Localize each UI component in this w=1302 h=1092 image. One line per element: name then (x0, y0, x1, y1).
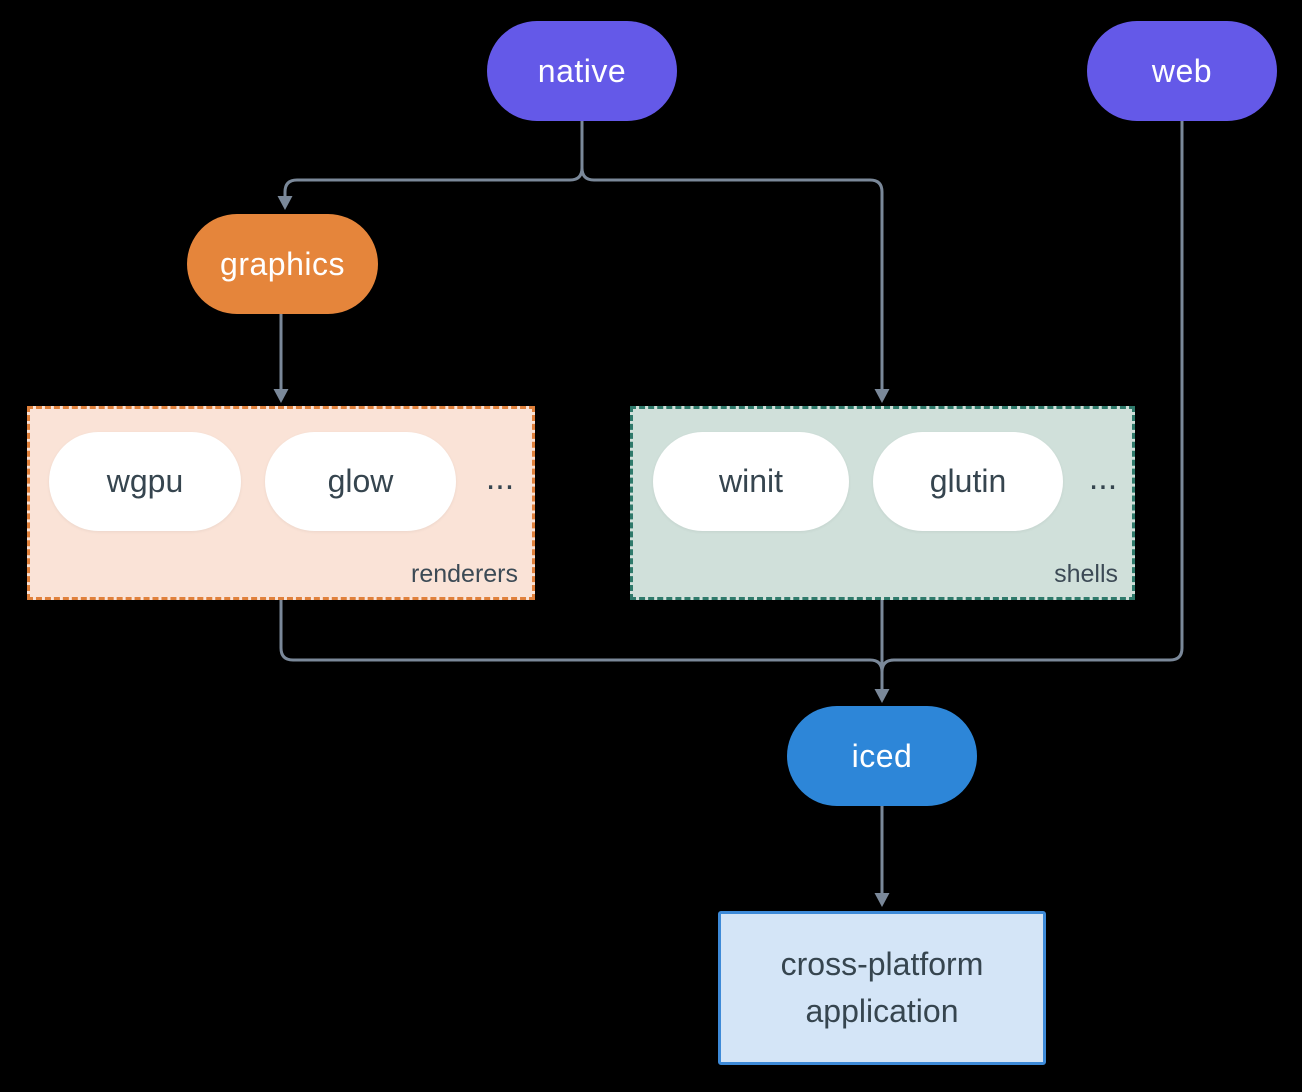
app-label-line2: application (805, 993, 959, 1029)
node-native: native (487, 21, 677, 121)
connector-native-to-graphics (283, 121, 584, 196)
node-graphics-label: graphics (220, 245, 345, 282)
node-winit-label: winit (718, 463, 783, 499)
arrowhead-to-iced (874, 689, 890, 703)
arrowhead-to-app (874, 893, 890, 907)
renderers-group-label: renderers (411, 560, 518, 588)
arrowhead-to-renderers (273, 389, 289, 403)
node-graphics: graphics (187, 214, 378, 314)
renderers-ellipsis: ... (485, 459, 515, 497)
node-wgpu-label: wgpu (106, 463, 184, 499)
group-renderers: wgpu glow ... renderers (27, 406, 535, 600)
node-glow: glow (265, 432, 456, 531)
shells-ellipsis: ... (1088, 459, 1118, 497)
node-winit: winit (653, 432, 849, 531)
node-native-label: native (537, 52, 627, 89)
node-web-label: web (1151, 52, 1213, 89)
node-glow-label: glow (327, 463, 394, 499)
node-wgpu: wgpu (49, 432, 241, 531)
arrowhead-to-graphics (277, 196, 293, 210)
connector-native-to-shells (580, 121, 884, 389)
node-glutin: glutin (873, 432, 1063, 531)
node-glutin-label: glutin (929, 463, 1007, 499)
group-shells: winit glutin ... shells (630, 406, 1135, 600)
node-web: web (1087, 21, 1277, 121)
connector-renderers-to-merge (279, 600, 884, 673)
shells-group-label: shells (1054, 560, 1118, 588)
node-cross-platform-application: cross-platform application (718, 911, 1046, 1065)
node-iced-label: iced (851, 737, 913, 774)
node-iced: iced (787, 706, 977, 806)
app-label-line1: cross-platform (780, 946, 984, 982)
arrowhead-to-shells (874, 389, 890, 403)
